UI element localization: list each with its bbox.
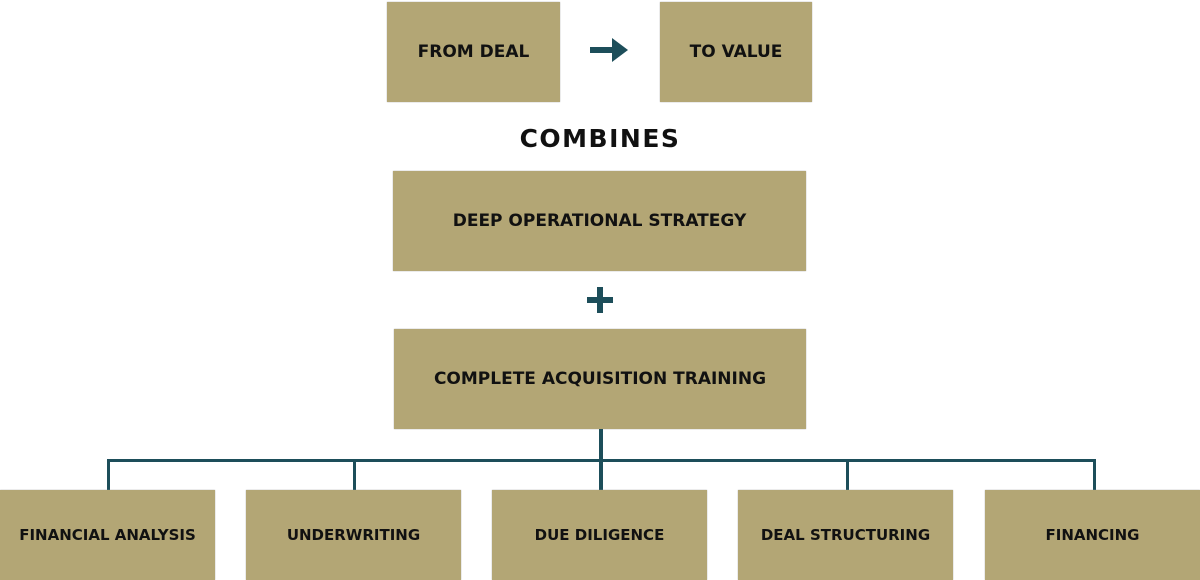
connector-drop (353, 459, 356, 490)
to-value-box: TO VALUE (660, 2, 812, 102)
to-value-label: TO VALUE (689, 42, 783, 62)
component-label: DEAL STRUCTURING (760, 526, 931, 544)
from-deal-box: FROM DEAL (387, 2, 560, 102)
strategy-box: DEEP OPERATIONAL STRATEGY (393, 171, 806, 271)
training-box: COMPLETE ACQUISITION TRAINING (394, 329, 806, 429)
plus-icon (587, 287, 613, 313)
component-financial-analysis: FINANCIAL ANALYSIS (0, 490, 215, 580)
arrow-right-icon (590, 38, 628, 62)
component-due-diligence: DUE DILIGENCE (492, 490, 707, 580)
training-label: COMPLETE ACQUISITION TRAINING (433, 369, 767, 389)
component-deal-structuring: DEAL STRUCTURING (738, 490, 953, 580)
connector-trunk (599, 429, 603, 461)
connector-drop (1093, 459, 1096, 490)
connector-drop (599, 459, 603, 490)
connector-drop (107, 459, 110, 490)
combines-heading: COMBINES (519, 124, 681, 153)
strategy-label: DEEP OPERATIONAL STRATEGY (452, 211, 747, 231)
from-deal-label: FROM DEAL (417, 42, 530, 62)
component-label: DUE DILIGENCE (534, 526, 665, 544)
component-label: UNDERWRITING (286, 526, 421, 544)
component-label: FINANCIAL ANALYSIS (19, 526, 196, 544)
component-label: FINANCING (1045, 526, 1140, 544)
connector-drop (846, 459, 849, 490)
component-financing: FINANCING (985, 490, 1200, 580)
component-underwriting: UNDERWRITING (246, 490, 461, 580)
